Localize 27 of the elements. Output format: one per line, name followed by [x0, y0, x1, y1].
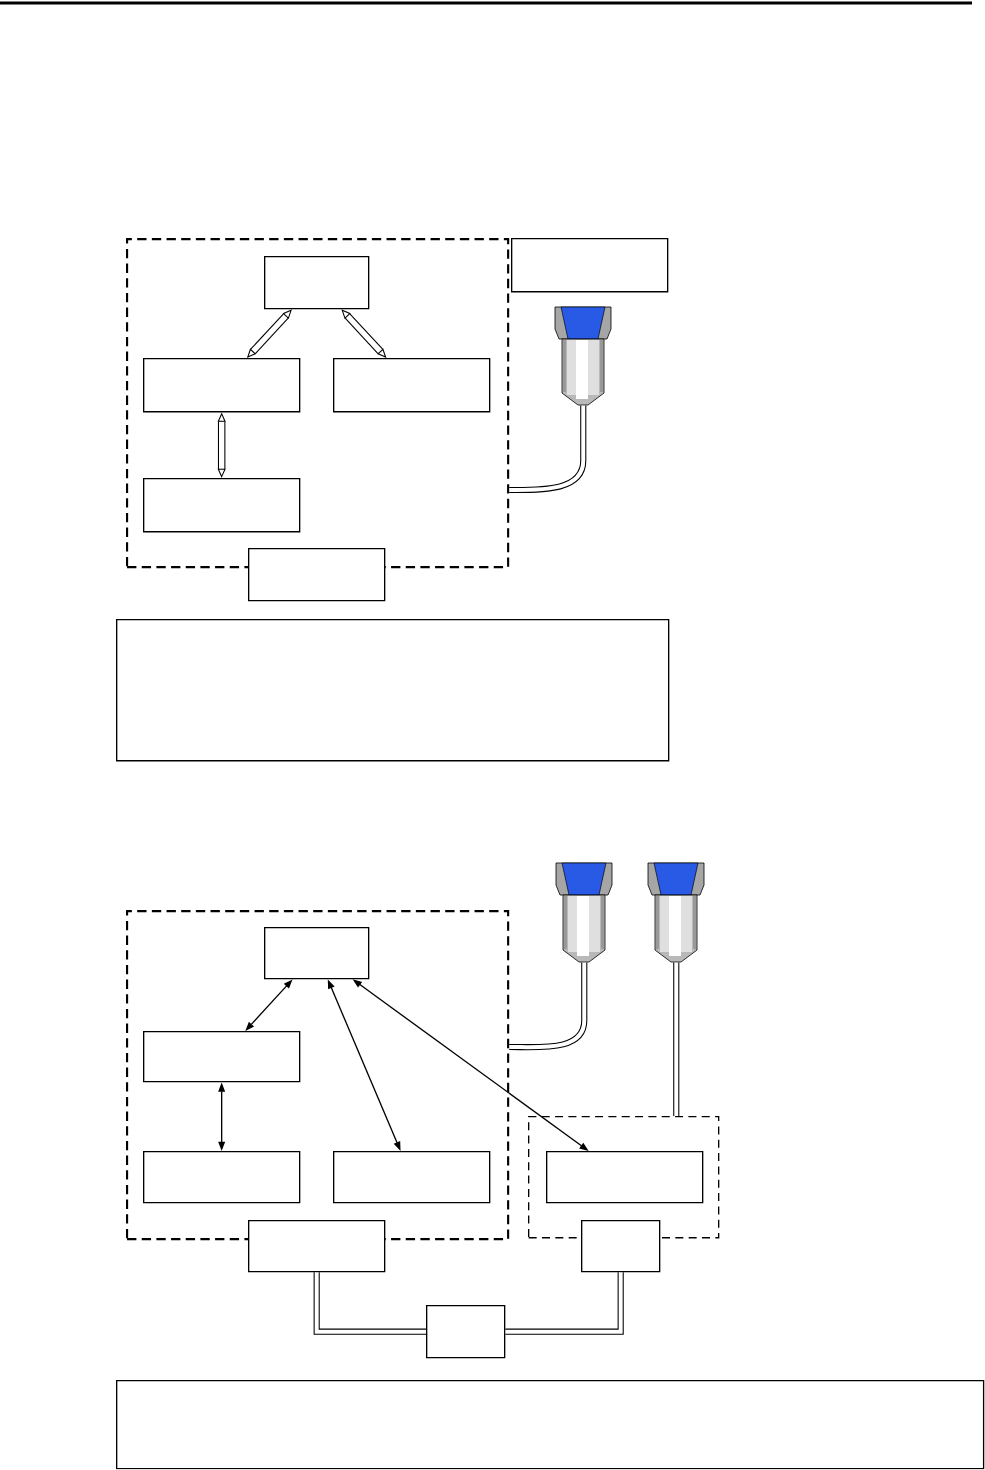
dashed-frame — [126, 238, 510, 569]
empty-box — [116, 619, 670, 762]
empty-box — [143, 1031, 301, 1083]
empty-box — [116, 1380, 985, 1470]
cable — [313, 1272, 426, 1335]
cable — [505, 1272, 624, 1335]
empty-box — [143, 358, 301, 413]
cable — [509, 962, 588, 1051]
empty-box — [143, 1151, 301, 1204]
empty-box — [333, 358, 491, 413]
dashed-frame — [126, 910, 510, 1241]
empty-box — [333, 1151, 491, 1204]
empty-box — [248, 1220, 386, 1273]
empty-box — [264, 256, 370, 310]
cable — [509, 405, 587, 494]
double-arrow — [341, 309, 387, 358]
cable — [673, 962, 680, 1116]
empty-box — [143, 478, 301, 533]
empty-box — [511, 238, 669, 293]
plug-drawing — [647, 862, 705, 963]
empty-box — [248, 548, 386, 602]
empty-box — [546, 1151, 704, 1204]
plug-drawing — [555, 862, 613, 963]
empty-box — [581, 1220, 661, 1273]
plug-drawing — [554, 306, 612, 406]
empty-box — [426, 1305, 506, 1359]
empty-box — [264, 927, 370, 980]
